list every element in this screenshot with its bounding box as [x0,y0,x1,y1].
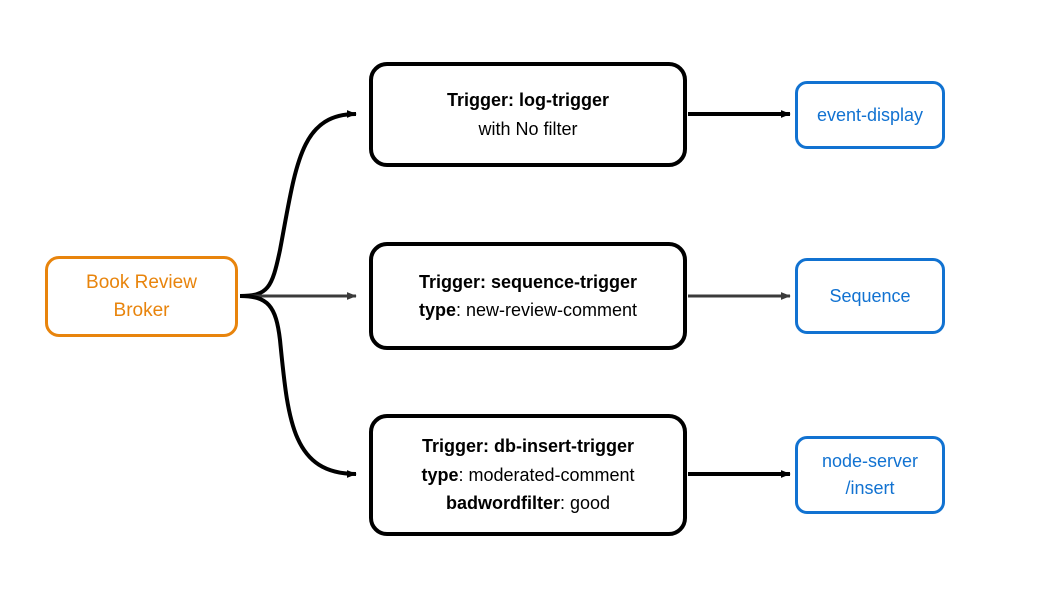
trigger-node-sequence-trigger[interactable]: Trigger: sequence-trigger type: new-revi… [369,242,687,350]
sink-node-sequence[interactable]: Sequence [795,258,945,334]
sink-sequence-line1: Sequence [829,285,911,306]
trigger-db-line3-value: : good [559,493,611,514]
trigger-sequence-line2: type: new-review-comment [419,296,637,324]
trigger-log-line1: Trigger: log-trigger [447,90,609,111]
trigger-db-line2: type: moderated-comment [421,461,634,489]
trigger-db-line1: Trigger: db-insert-trigger [421,436,634,457]
trigger-sequence-line2-value: : new-review-comment [455,300,638,320]
sink-node-event-display[interactable]: event-display [795,81,945,149]
broker-label-line2: Broker [113,299,170,321]
broker-node-book-review-broker[interactable]: Book Review Broker [45,256,238,337]
sink-node-server-line2: /insert [845,478,895,498]
trigger-db-line3: badwordfilter: good [446,489,610,517]
sink-node-node-server-insert[interactable]: node-server /insert [795,436,945,514]
trigger-node-db-insert-trigger[interactable]: Trigger: db-insert-trigger type: moderat… [369,414,687,536]
broker-label-line1: Book Review [86,271,197,293]
trigger-db-line3-key: badwordfilter [445,493,560,514]
trigger-sequence-line1: Trigger: sequence-trigger [418,271,638,292]
sink-event-display-line1: event-display [816,104,924,125]
trigger-log-line2: with No filter [478,115,577,143]
trigger-log-line2-value: with No filter [478,118,578,139]
sink-node-server-line1: node-server [821,451,919,471]
edge-broker-to-db-insert-trigger [239,294,357,478]
trigger-db-line2-key: type [421,464,459,485]
edge-broker-to-log-trigger [239,110,357,298]
trigger-db-line2-value: : moderated-comment [458,464,635,485]
trigger-node-log-trigger[interactable]: Trigger: log-trigger with No filter [369,62,687,167]
trigger-sequence-line2-key: type [418,300,456,320]
